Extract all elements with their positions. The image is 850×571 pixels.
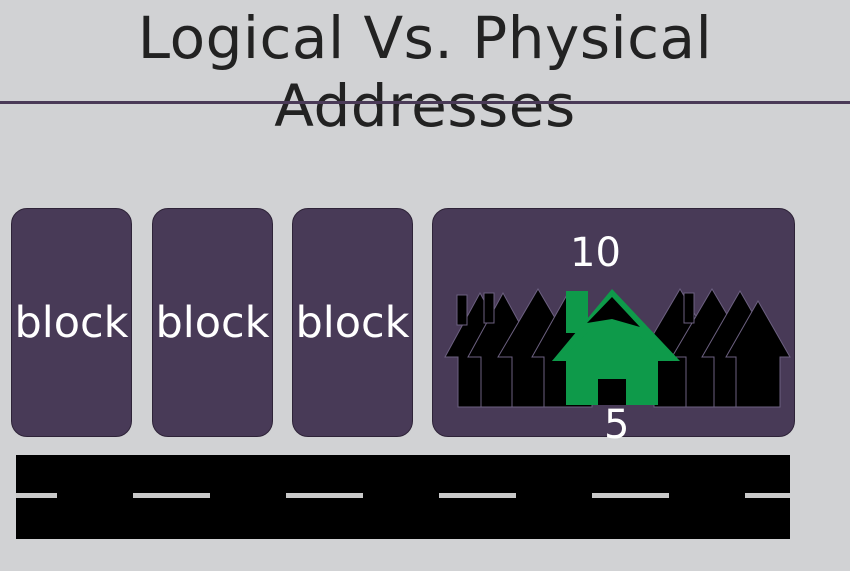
block-1-label: block <box>14 297 129 348</box>
title-divider <box>0 101 850 104</box>
houses-row <box>444 288 791 408</box>
block-3: block <box>292 208 413 437</box>
road-dash <box>16 493 57 498</box>
house-number-bottom: 5 <box>604 402 630 448</box>
road <box>16 455 790 539</box>
house-number-top: 10 <box>570 230 621 276</box>
road-dash <box>133 493 210 498</box>
road-dash <box>745 493 790 498</box>
block-3-label: block <box>295 297 410 348</box>
road-dash <box>592 493 669 498</box>
road-dash <box>286 493 363 498</box>
block-2: block <box>152 208 273 437</box>
road-dash <box>439 493 516 498</box>
highlighted-house-icon <box>552 289 680 405</box>
block-1: block <box>11 208 132 437</box>
slide-title: Logical Vs. Physical Addresses <box>137 4 713 140</box>
house-icon <box>725 299 791 408</box>
block-2-label: block <box>155 297 270 348</box>
